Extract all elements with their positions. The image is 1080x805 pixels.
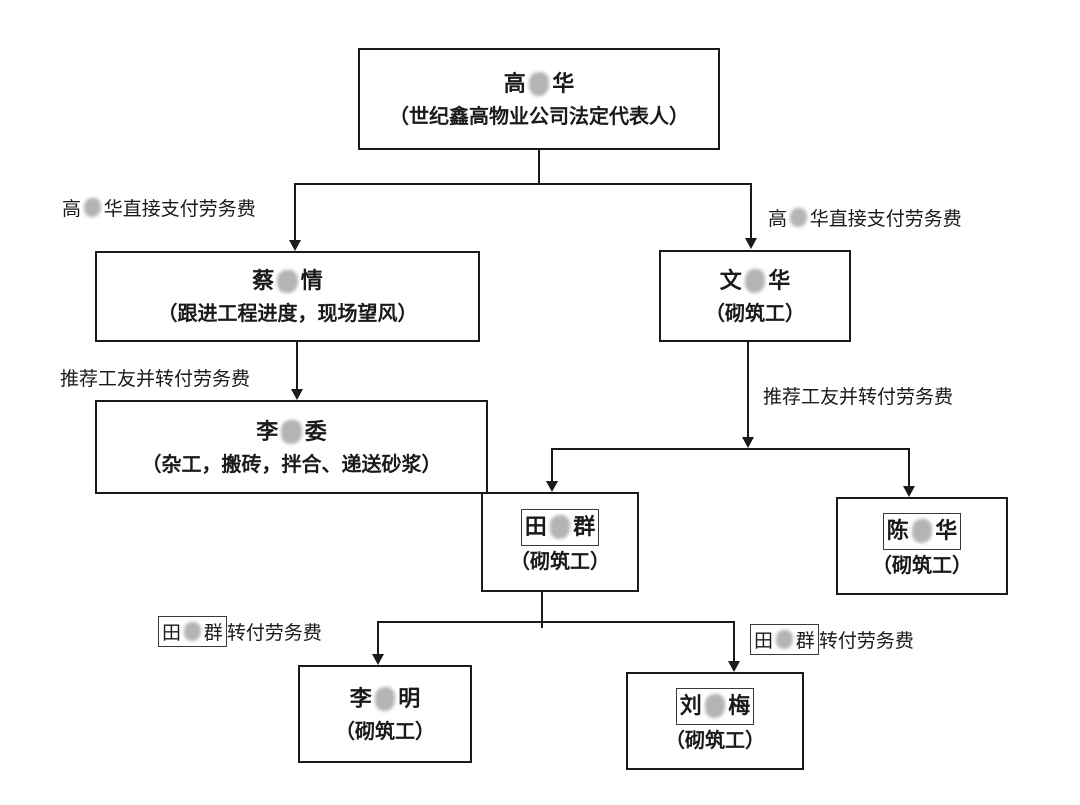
name-frame: 陈华: [882, 512, 962, 550]
name-frame: 田群: [520, 508, 600, 546]
label-text: 群: [203, 622, 223, 644]
connector-tian-to-li-ming: [377, 621, 379, 655]
node-li-ming-role: （砌筑工）: [335, 718, 435, 743]
node-li-wei-role: （杂工，搬砖，拌合、递送砂浆）: [141, 451, 442, 476]
redaction-blob: [789, 207, 808, 228]
node-li-ming: 李明 （砌筑工）: [298, 665, 472, 763]
redaction-blob: [911, 519, 933, 543]
redaction-blob: [528, 72, 550, 96]
label-text: 华直接支付劳务费: [103, 198, 256, 220]
name-text: 明: [398, 685, 421, 712]
name-text: 文: [719, 267, 742, 294]
edge-label-pay-left: 高华直接支付劳务费: [62, 194, 256, 221]
name-text: 田: [524, 513, 547, 540]
label-text: 高: [768, 208, 788, 230]
name-text: 蔡: [252, 268, 275, 294]
edge-label-transfer-right: 田群转付劳务费: [750, 624, 914, 655]
arrowhead-to-li-wei: [291, 389, 303, 400]
connector-tian-to-liu: [733, 621, 735, 662]
node-cai-name: 蔡情: [252, 265, 322, 298]
name-frame: 刘梅: [675, 687, 755, 725]
connector-wen-split: [551, 448, 910, 450]
arrowhead-to-cai: [289, 240, 301, 251]
redaction-blob: [775, 629, 794, 650]
node-wen-role: （砌筑工）: [705, 300, 805, 325]
edge-label-transfer-left: 田群转付劳务费: [158, 616, 322, 647]
connector-wen-to-tian: [551, 448, 553, 482]
name-text: 华: [935, 517, 958, 544]
name-text: 梅: [728, 692, 751, 719]
connector-gao-stem: [538, 150, 540, 184]
node-liu: 刘梅 （砌筑工）: [626, 672, 804, 770]
node-li-wei-name: 李委: [256, 416, 326, 449]
connector-wen-stem: [747, 342, 749, 438]
connector-tian-split: [377, 621, 735, 623]
connector-gao-split: [294, 183, 752, 185]
node-chen-role: （砌筑工）: [872, 552, 972, 577]
node-gao: 高华 （世纪鑫高物业公司法定代表人）: [358, 48, 720, 150]
name-text: 委: [304, 418, 327, 445]
redaction-blob: [183, 621, 202, 642]
node-tian: 田群 （砌筑工）: [481, 492, 639, 592]
redaction-blob: [549, 515, 571, 539]
node-li-ming-name: 李明: [350, 683, 420, 716]
arrowhead-to-tian: [546, 481, 558, 492]
arrowhead-to-chen: [903, 486, 915, 497]
label-text: 田: [754, 630, 774, 652]
node-gao-name: 高华: [504, 68, 574, 101]
label-text: 转付劳务费: [226, 622, 322, 644]
redaction-blob: [374, 687, 396, 711]
redaction-blob: [83, 197, 102, 218]
label-text: 华直接支付劳务费: [809, 208, 962, 230]
name-text: 陈: [886, 517, 909, 544]
edge-label-pay-right: 高华直接支付劳务费: [768, 204, 962, 231]
label-text: 田: [162, 622, 182, 644]
arrowhead-to-wen: [745, 238, 757, 249]
name-text: 华: [768, 267, 791, 294]
node-chen-name: 陈华: [882, 512, 962, 550]
node-tian-name: 田群: [520, 508, 600, 546]
node-liu-role: （砌筑工）: [665, 727, 765, 752]
label-text: 高: [62, 198, 82, 220]
connector-wen-to-chen: [908, 448, 910, 487]
redaction-blob: [704, 694, 726, 718]
name-text: 情: [300, 268, 323, 294]
connector-cai-to-li-wei: [296, 342, 298, 390]
connector-gao-to-cai: [294, 183, 296, 241]
name-text: 李: [349, 685, 372, 712]
node-cai-role: （跟进工程进度，现场望风）: [157, 301, 418, 325]
label-text: 群: [795, 630, 815, 652]
node-wen: 文华 （砌筑工）: [659, 250, 851, 342]
edge-label-recommend-left: 推荐工友并转付劳务费: [60, 368, 251, 390]
name-text: 刘: [679, 692, 702, 719]
node-liu-name: 刘梅: [675, 687, 755, 725]
node-tian-role: （砌筑工）: [510, 548, 610, 573]
connector-tian-stem: [541, 592, 543, 628]
redaction-blob: [281, 420, 302, 444]
name-text: 高: [503, 70, 526, 97]
redaction-blob: [744, 269, 766, 293]
label-text: 转付劳务费: [818, 630, 914, 652]
arrowhead-wen-split: [742, 437, 754, 448]
node-cai: 蔡情 （跟进工程进度，现场望风）: [95, 251, 480, 342]
arrowhead-to-li-ming: [372, 654, 384, 665]
name-frame: 田群: [750, 624, 819, 655]
node-gao-role: （世纪鑫高物业公司法定代表人）: [389, 103, 689, 128]
node-chen: 陈华 （砌筑工）: [836, 497, 1008, 595]
edge-label-recommend-right: 推荐工友并转付劳务费: [763, 386, 954, 408]
name-text: 群: [573, 513, 596, 540]
node-li-wei: 李委 （杂工，搬砖，拌合、递送砂浆）: [95, 400, 488, 494]
arrowhead-to-liu: [728, 661, 740, 672]
redaction-blob: [277, 269, 298, 294]
name-frame: 田群: [158, 616, 227, 647]
node-wen-name: 文华: [720, 265, 790, 298]
connector-gao-to-wen: [750, 183, 752, 239]
name-text: 李: [256, 418, 279, 445]
name-text: 华: [552, 70, 575, 97]
